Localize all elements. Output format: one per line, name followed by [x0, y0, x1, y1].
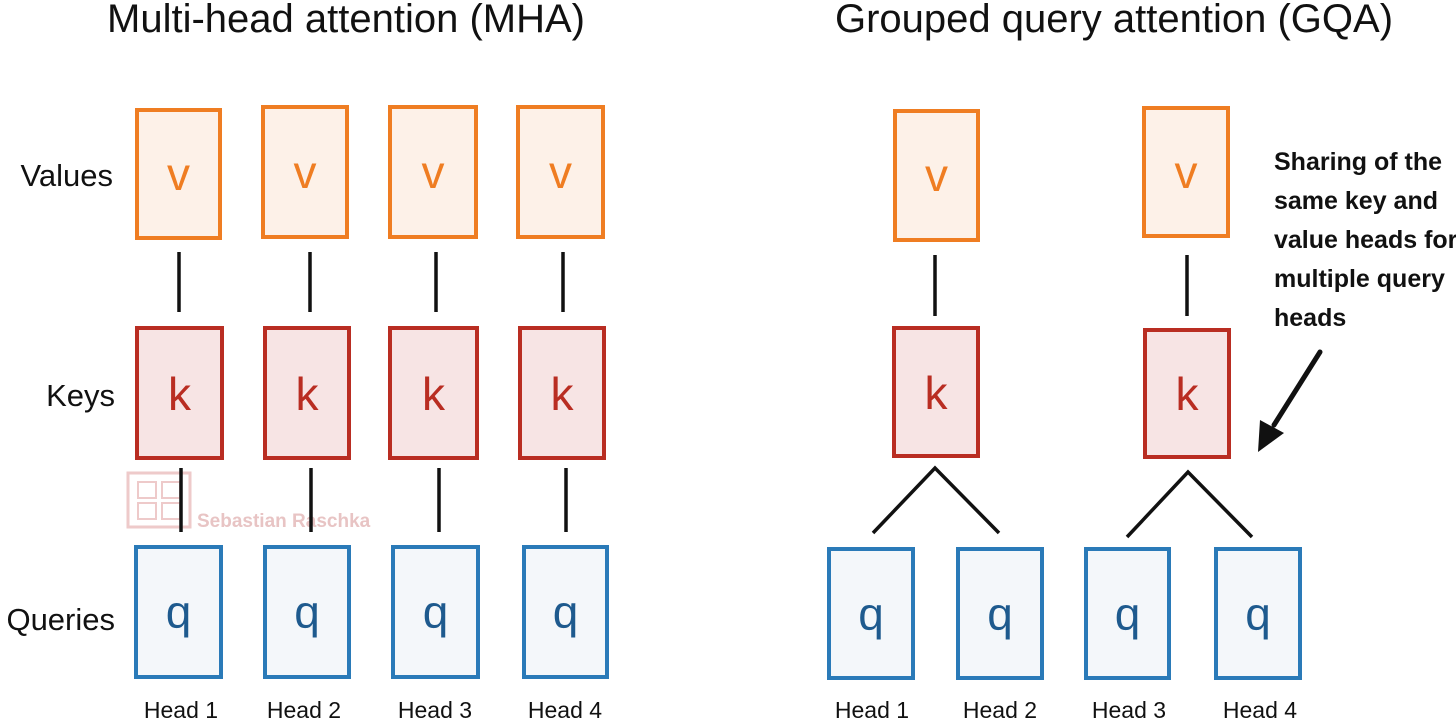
- mha-value-head-4: v: [516, 105, 605, 239]
- mha-title: Multi-head attention (MHA): [107, 0, 585, 41]
- gqa-query-head-1: q: [827, 547, 915, 680]
- row-label-queries: Queries: [6, 602, 115, 637]
- mha-value-head-1: v: [135, 108, 222, 240]
- mha-key-head-2: k: [263, 326, 351, 460]
- query-letter: q: [1245, 588, 1271, 640]
- value-letter: v: [549, 146, 572, 198]
- gqa-title: Grouped query attention (GQA): [835, 0, 1393, 41]
- watermark-text: Sebastian Raschka: [197, 511, 371, 532]
- key-letter: k: [925, 367, 949, 419]
- gqa-key-group-1: k: [892, 326, 980, 458]
- gqa-value-group-1: v: [893, 109, 980, 242]
- query-letter: q: [858, 588, 884, 640]
- mha-head-label: Head 1: [144, 697, 218, 720]
- mha-query-head-4: q: [522, 545, 609, 679]
- gqa-head-label: Head 1: [835, 697, 909, 720]
- value-letter: v: [294, 146, 317, 198]
- gqa-head-label: Head 3: [1092, 697, 1166, 720]
- value-letter: v: [167, 148, 190, 200]
- query-letter: q: [294, 586, 320, 638]
- mha-query-head-2: q: [263, 545, 351, 679]
- annotation-line: value heads for: [1274, 226, 1456, 254]
- gqa-key-group-2: k: [1143, 328, 1231, 459]
- mha-head-label: Head 4: [528, 697, 602, 720]
- gqa-annotation: Sharing of the same key and value heads …: [1274, 148, 1456, 332]
- mha-value-head-3: v: [388, 105, 478, 239]
- query-letter: q: [1115, 588, 1141, 640]
- query-letter: q: [987, 588, 1013, 640]
- value-letter: v: [1175, 146, 1198, 198]
- mha-connectors: [177, 252, 568, 532]
- mha-head-label: Head 3: [398, 697, 472, 720]
- row-label-keys: Keys: [46, 378, 115, 413]
- mha-head-label: Head 2: [267, 697, 341, 720]
- query-letter: q: [423, 586, 449, 638]
- gqa-query-head-3: q: [1084, 547, 1171, 680]
- query-letter: q: [553, 586, 579, 638]
- gqa-query-head-2: q: [956, 547, 1044, 680]
- annotation-line: Sharing of the: [1274, 148, 1442, 176]
- mha-query-head-3: q: [391, 545, 480, 679]
- mha-key-head-3: k: [388, 326, 479, 460]
- key-letter: k: [1176, 368, 1200, 420]
- key-letter: k: [422, 368, 446, 420]
- mha-query-head-1: q: [134, 545, 223, 679]
- value-letter: v: [422, 146, 445, 198]
- value-letter: v: [925, 149, 948, 201]
- annotation-line: multiple query: [1274, 265, 1445, 293]
- annotation-line: same key and: [1274, 187, 1438, 215]
- key-letter: k: [551, 368, 575, 420]
- mha-value-head-2: v: [261, 105, 349, 239]
- arrow-icon: [1258, 349, 1323, 452]
- watermark: Sebastian Raschka: [126, 471, 371, 532]
- gqa-head-label: Head 2: [963, 697, 1037, 720]
- key-letter: k: [296, 368, 320, 420]
- watermark-seal-icon: [126, 471, 192, 529]
- annotation-line: heads: [1274, 304, 1346, 332]
- mha-key-head-4: k: [518, 326, 606, 460]
- gqa-connectors: [871, 255, 1254, 539]
- gqa-query-head-4: q: [1214, 547, 1302, 680]
- gqa-value-group-2: v: [1142, 106, 1230, 238]
- query-letter: q: [166, 586, 192, 638]
- row-label-values: Values: [21, 158, 114, 193]
- key-letter: k: [168, 368, 192, 420]
- gqa-head-label: Head 4: [1223, 697, 1297, 720]
- mha-key-head-1: k: [135, 326, 224, 460]
